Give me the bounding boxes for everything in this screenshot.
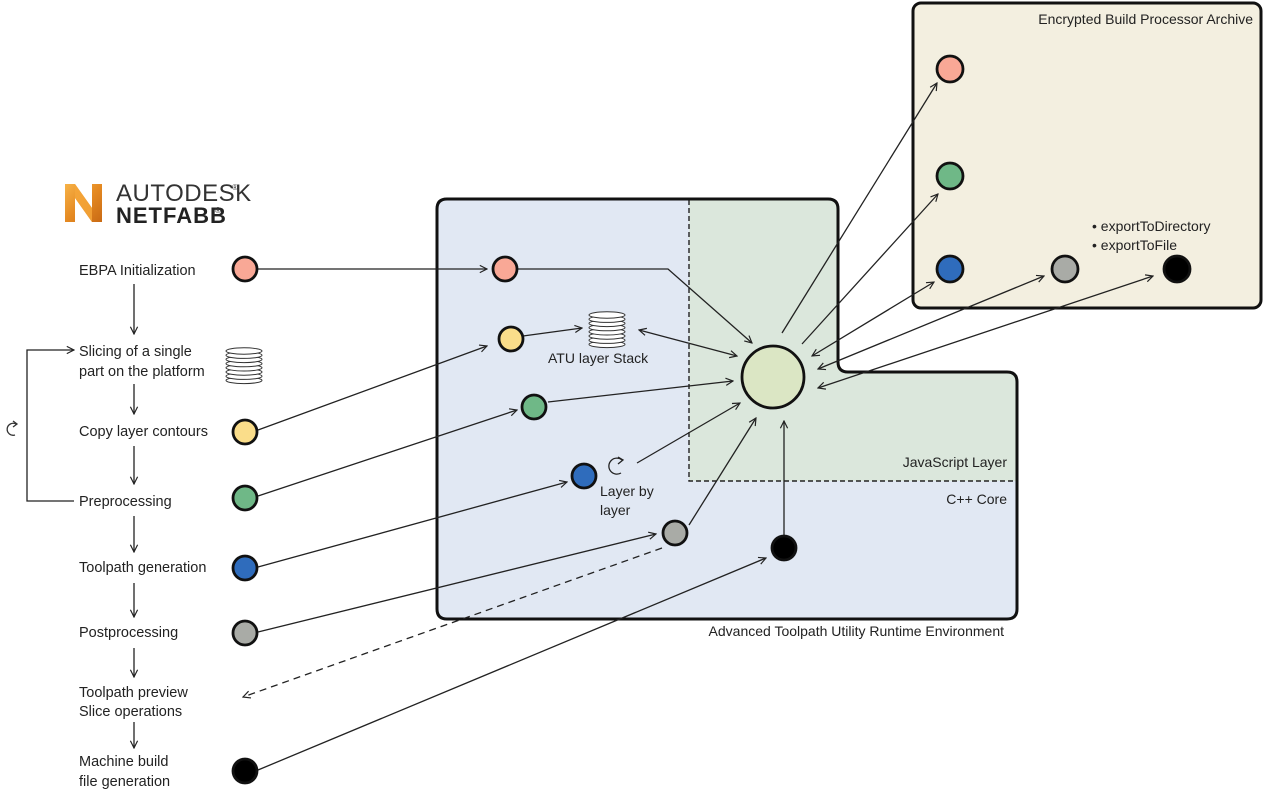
step-slicing-line1: Slicing of a single	[79, 344, 192, 360]
logo-reg-1: ®	[232, 183, 238, 192]
javascript-layer-region	[689, 199, 1017, 481]
logo-autodesk: AUTODESK	[116, 180, 252, 207]
edge-copy-to-atu	[257, 346, 487, 431]
step-preview-line1: Toolpath preview	[79, 685, 188, 701]
logo-netfabb: NETFABB	[116, 203, 227, 228]
step-copy-layer-contours: Copy layer contours	[79, 424, 208, 440]
step-machine-line1: Machine build	[79, 754, 168, 770]
node-ebpa-left	[231, 255, 259, 283]
edge-layer-to-hub	[636, 403, 740, 464]
step-preprocessing: Preprocessing	[79, 494, 172, 510]
step-preview-line2: Slice operations	[79, 704, 182, 720]
step-toolpath-generation: Toolpath generation	[79, 560, 206, 576]
workflow-arrows	[26, 284, 134, 748]
loop-refresh-icon	[6, 420, 19, 436]
edge-preprocessing-to-hub	[547, 381, 733, 403]
node-machine-atu	[770, 534, 798, 562]
workflow-steps: EBPA Initialization Slicing of a single …	[79, 263, 208, 790]
step-ebpa-initialization: EBPA Initialization	[79, 263, 196, 279]
edge-postprocessing-to-atu	[257, 534, 656, 633]
edge-stack-hub	[639, 330, 737, 356]
logo-reg-2: ®	[215, 206, 221, 215]
layer-stack-icon	[225, 347, 263, 385]
node-postprocessing-left	[231, 619, 259, 647]
edge-preprocessing-to-atu	[257, 410, 517, 497]
export-item-file: • exportToFile	[1092, 237, 1177, 253]
connections	[243, 83, 1153, 771]
netfabb-n-logo-icon	[65, 184, 102, 222]
edge-hub-archive-machine	[818, 276, 1153, 388]
javascript-layer-label: JavaScript Layer	[903, 454, 1008, 470]
node-copy-atu	[497, 325, 525, 353]
layer-by-layer-label-2: layer	[600, 502, 631, 518]
edge-postprocessing-to-hub	[688, 418, 756, 526]
atu-runtime-environment: JavaScript Layer C++ Core Advanced Toolp…	[435, 197, 1019, 639]
nodes	[231, 54, 1192, 785]
node-ebpa-archive	[935, 54, 965, 84]
atu-layer-stack-label: ATU layer Stack	[548, 350, 649, 366]
node-machine-left	[231, 757, 259, 785]
edge-preview-dashed	[243, 547, 663, 697]
node-machine-archive	[1162, 254, 1192, 284]
export-item-directory: • exportToDirectory	[1092, 218, 1211, 234]
node-toolpath-archive	[935, 254, 965, 284]
step-machine-line2: file generation	[79, 774, 170, 790]
node-postprocessing-archive	[1050, 254, 1080, 284]
loop-back-arrow	[26, 350, 74, 502]
autodesk-netfabb-logo: AUTODESK ® NETFABB ®	[65, 180, 252, 228]
layer-boundary	[688, 200, 1016, 482]
archive-box	[911, 1, 1263, 310]
node-preprocessing-atu	[520, 393, 548, 421]
node-preprocessing-left	[231, 484, 259, 512]
node-postprocessing-atu	[661, 519, 689, 547]
edge-hub-to-archive-ebpa	[781, 83, 937, 334]
node-toolpath-atu	[570, 462, 598, 490]
node-ebpa-atu	[491, 255, 519, 283]
encrypted-build-processor-archive: Encrypted Build Processor Archive • expo…	[911, 1, 1263, 310]
edge-toolpath-to-atu	[257, 482, 567, 568]
stack-disk	[225, 347, 263, 355]
layer-refresh-icon	[608, 456, 625, 475]
edge-copy-to-stack	[522, 328, 582, 337]
edge-machine-to-atu	[257, 558, 766, 771]
stack-disk	[588, 311, 626, 319]
node-preprocessing-archive	[935, 161, 965, 191]
archive-title: Encrypted Build Processor Archive	[1038, 11, 1253, 27]
node-copy-left	[231, 418, 259, 446]
node-toolpath-left	[231, 554, 259, 582]
step-slicing-line2: part on the platform	[79, 364, 205, 380]
cpp-core-label: C++ Core	[946, 491, 1007, 507]
layer-by-layer-label-1: Layer by	[600, 483, 654, 499]
atu-title: Advanced Toolpath Utility Runtime Enviro…	[709, 623, 1005, 639]
step-postprocessing: Postprocessing	[79, 625, 178, 641]
edge-ebpa-to-hub	[518, 268, 752, 343]
node-hub	[740, 344, 806, 410]
atu-layer-stack-icon	[588, 311, 626, 349]
